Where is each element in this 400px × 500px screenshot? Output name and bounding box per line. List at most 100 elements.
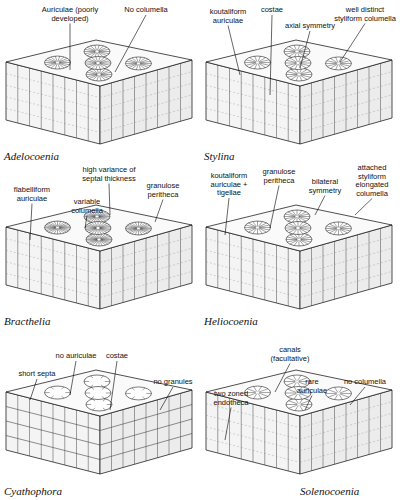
drawing-line [241, 71, 242, 129]
septum [286, 63, 296, 65]
drawing-line [64, 77, 65, 135]
leader-line [305, 396, 312, 411]
septum [287, 75, 297, 77]
drawing-line [300, 260, 392, 286]
septum [258, 386, 261, 391]
part-label: granulose peritheca [256, 168, 302, 185]
coral-block [206, 370, 392, 474]
drawing-line [206, 273, 300, 297]
drawing-line [6, 74, 100, 98]
corallite [284, 45, 310, 58]
genus-name: Bracthelia [4, 315, 94, 327]
part-label: No columella [118, 6, 174, 15]
corallite [245, 56, 271, 69]
septum [334, 222, 338, 227]
part-label: axial symmetry [284, 22, 336, 31]
septum [99, 229, 102, 234]
corallite [45, 221, 71, 234]
septum [287, 389, 296, 392]
septum [298, 375, 301, 380]
septum [259, 227, 270, 228]
septum [51, 396, 54, 398]
septum [301, 75, 311, 77]
corallite [284, 210, 310, 223]
septum [339, 387, 342, 392]
corallite [245, 221, 271, 234]
septum [100, 240, 103, 245]
leader-line [355, 199, 372, 216]
drawing-line [380, 63, 381, 121]
septum [286, 239, 297, 240]
septum [132, 223, 138, 228]
corallite [286, 233, 312, 246]
part-label: bilateral symmetry [302, 178, 348, 195]
septum [334, 387, 337, 392]
septum [103, 408, 106, 410]
septum [287, 394, 296, 397]
part-label: short septa [16, 370, 58, 379]
drawing-line [380, 393, 381, 451]
drawing-line [323, 410, 324, 468]
corallite [325, 387, 351, 400]
drawing-line [300, 402, 392, 428]
leader-line [85, 216, 87, 229]
drawing-line [288, 413, 289, 471]
septum [259, 393, 268, 396]
leader-line [110, 361, 117, 410]
drawing-line [100, 95, 192, 121]
drawing-line [6, 407, 100, 431]
part-label: costae [256, 6, 288, 15]
septum [300, 69, 307, 73]
septum [246, 60, 256, 62]
septum [284, 381, 295, 382]
drawing-line [206, 85, 300, 109]
part-label: variable columella [64, 198, 110, 215]
septum [61, 387, 64, 389]
septum [59, 62, 70, 63]
septum [85, 393, 90, 394]
septum [338, 222, 339, 228]
septum [59, 60, 69, 62]
septum [105, 381, 110, 382]
septum [295, 405, 298, 410]
drawing-line [134, 241, 135, 299]
drawing-line [264, 77, 265, 135]
corallite [285, 57, 311, 70]
septum [140, 63, 151, 64]
septum [92, 57, 98, 62]
septum [100, 240, 108, 244]
corallite [85, 387, 111, 400]
septum [146, 393, 151, 394]
septum [301, 239, 312, 240]
septum [300, 228, 311, 229]
septum [58, 63, 64, 68]
septum [325, 228, 336, 229]
part-label: koutaliform auriculae + tigellae [201, 172, 257, 198]
septum [84, 51, 95, 52]
septum [298, 229, 299, 235]
drawing-line [217, 230, 218, 288]
part-label: high variance of septal thickness [74, 166, 144, 183]
drawing-line [300, 413, 392, 439]
septum [259, 63, 269, 65]
septum [259, 62, 270, 63]
corallite [325, 57, 351, 70]
drawing-line [100, 260, 192, 286]
septum [90, 235, 98, 239]
drawing-line [6, 436, 100, 460]
septum [51, 222, 57, 227]
corallite [45, 386, 71, 399]
genus-name: Adelocoenia [4, 150, 104, 162]
drawing-line [100, 106, 192, 132]
septum [340, 63, 351, 64]
drawing-line [229, 398, 230, 456]
drawing-line [17, 230, 18, 288]
septum [101, 376, 104, 378]
septum [139, 64, 141, 69]
septum [61, 396, 64, 398]
septum [299, 229, 303, 234]
drawing-line [206, 262, 300, 286]
septum [300, 60, 310, 62]
septum [285, 52, 295, 54]
septum [84, 381, 89, 382]
